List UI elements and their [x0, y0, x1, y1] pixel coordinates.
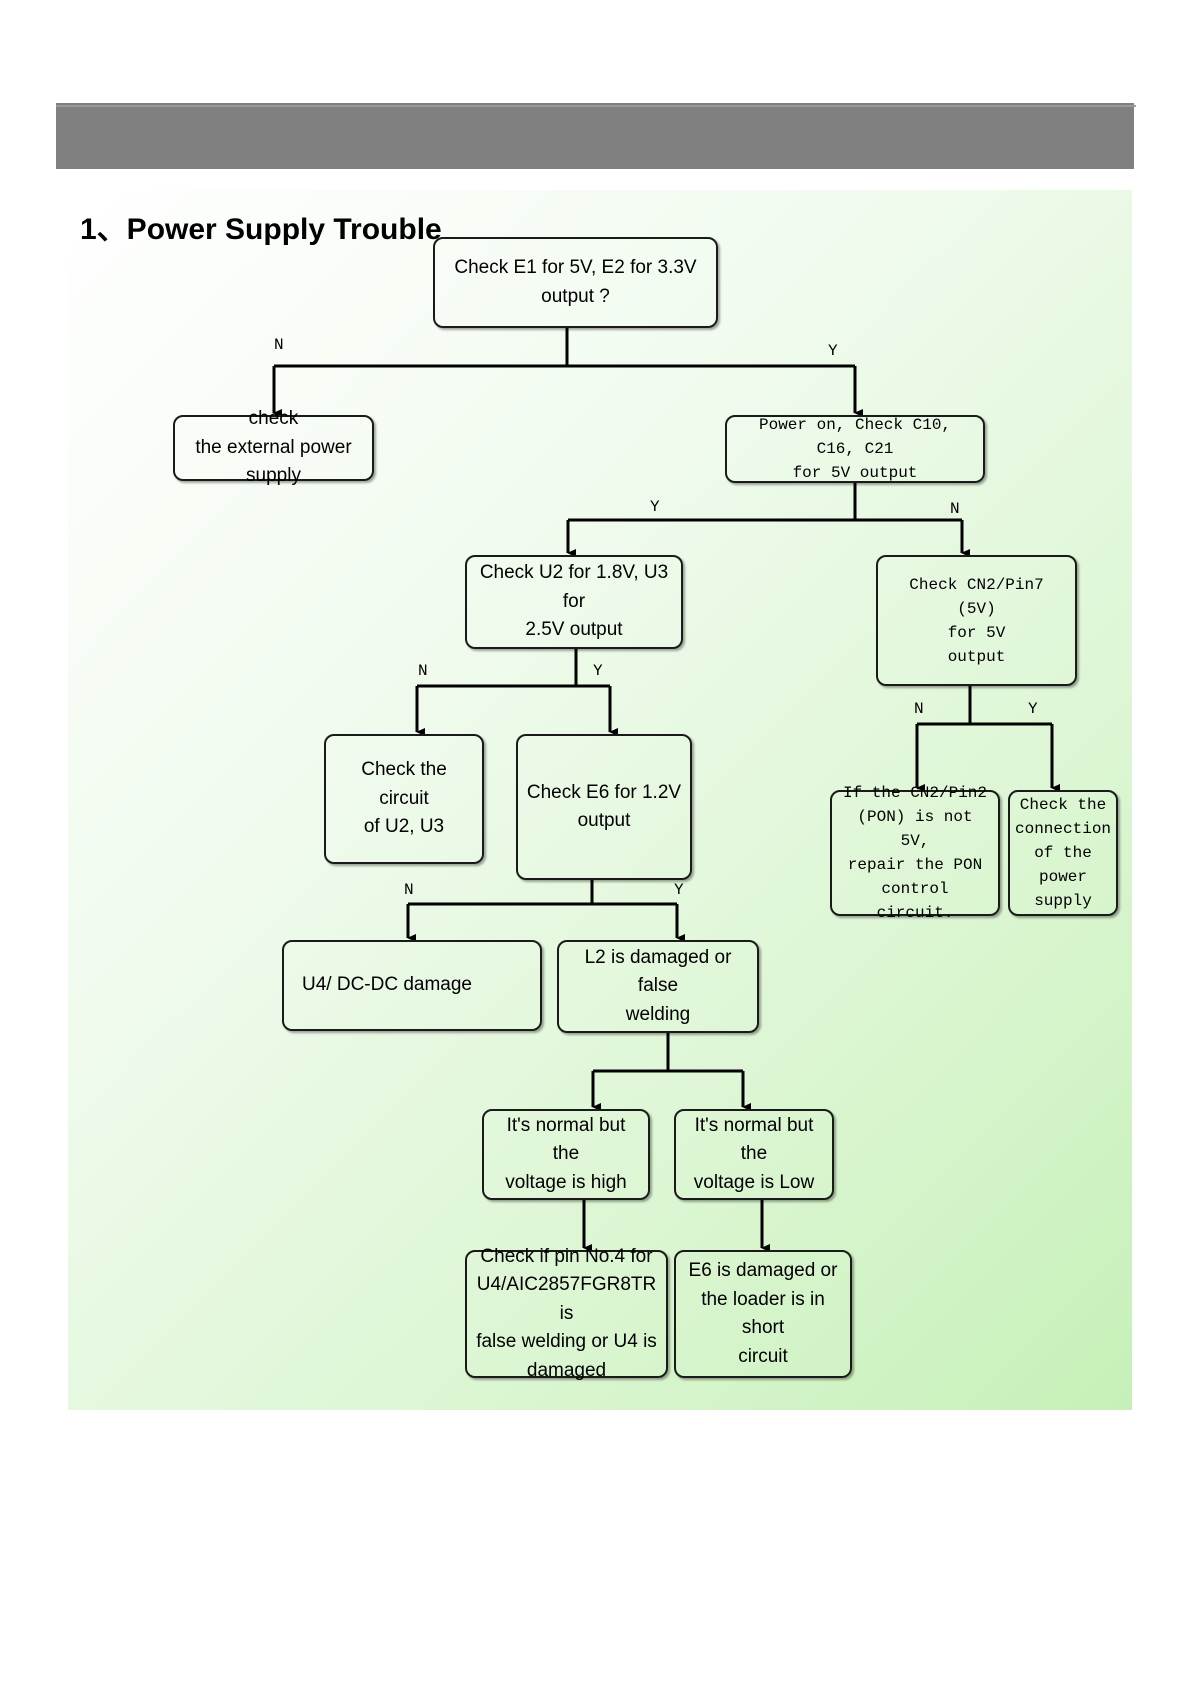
edge-label-y-cn2: Y — [1028, 700, 1038, 718]
node-check-pin4-u4: Check if pin No.4 for U4/AIC2857FGR8TR i… — [465, 1246, 668, 1381]
edge-label-n-pon: N — [950, 500, 960, 518]
node-e6-damaged-short: E6 is damaged or the loader is in short … — [674, 1250, 852, 1378]
edge-label-n-u2u3: N — [418, 662, 428, 680]
edge-label-n-cn2: N — [914, 700, 924, 718]
node-l2-damaged: L2 is damaged or false welding — [557, 940, 759, 1033]
node-power-on-check-caps: Power on, Check C10, C16, C21 for 5V out… — [725, 415, 985, 483]
header-line — [56, 105, 1136, 107]
node-check-cn2-pin7: Check CN2/Pin7 (5V) for 5V output — [876, 555, 1077, 686]
node-voltage-high: It's normal but the voltage is high — [482, 1109, 650, 1200]
node-check-u2-u3: Check U2 for 1.8V, U3 for 2.5V output — [465, 555, 683, 649]
edge-label-y-e6: Y — [674, 881, 684, 899]
edge-label-y-q1: Y — [828, 342, 838, 360]
node-voltage-low: It's normal but the voltage is Low — [674, 1109, 834, 1200]
node-check-e6: Check E6 for 1.2V output — [516, 734, 692, 880]
node-cn2-pin2-pon: If the CN2/Pin2 (PON) is not 5V, repair … — [830, 784, 1000, 922]
header-bar — [56, 103, 1134, 169]
edge-label-y-u2u3: Y — [593, 662, 603, 680]
diagram-panel — [68, 190, 1132, 1410]
node-check-circuit-u2-u3: Check the circuit of U2, U3 — [324, 734, 484, 864]
node-check-e1-e2: Check E1 for 5V, E2 for 3.3V output ? — [433, 237, 718, 328]
edge-label-n-e6: N — [404, 881, 414, 899]
edge-label-n-q1: N — [274, 336, 284, 354]
page-title: 1、Power Supply Trouble — [80, 213, 442, 246]
node-check-external-supply: check the external power supply — [173, 408, 374, 486]
node-check-power-connection: Check the connection of the power supply — [1008, 790, 1118, 916]
edge-label-y-pon: Y — [650, 498, 660, 516]
node-u4-dcdc-damage: U4/ DC-DC damage — [282, 940, 542, 1031]
